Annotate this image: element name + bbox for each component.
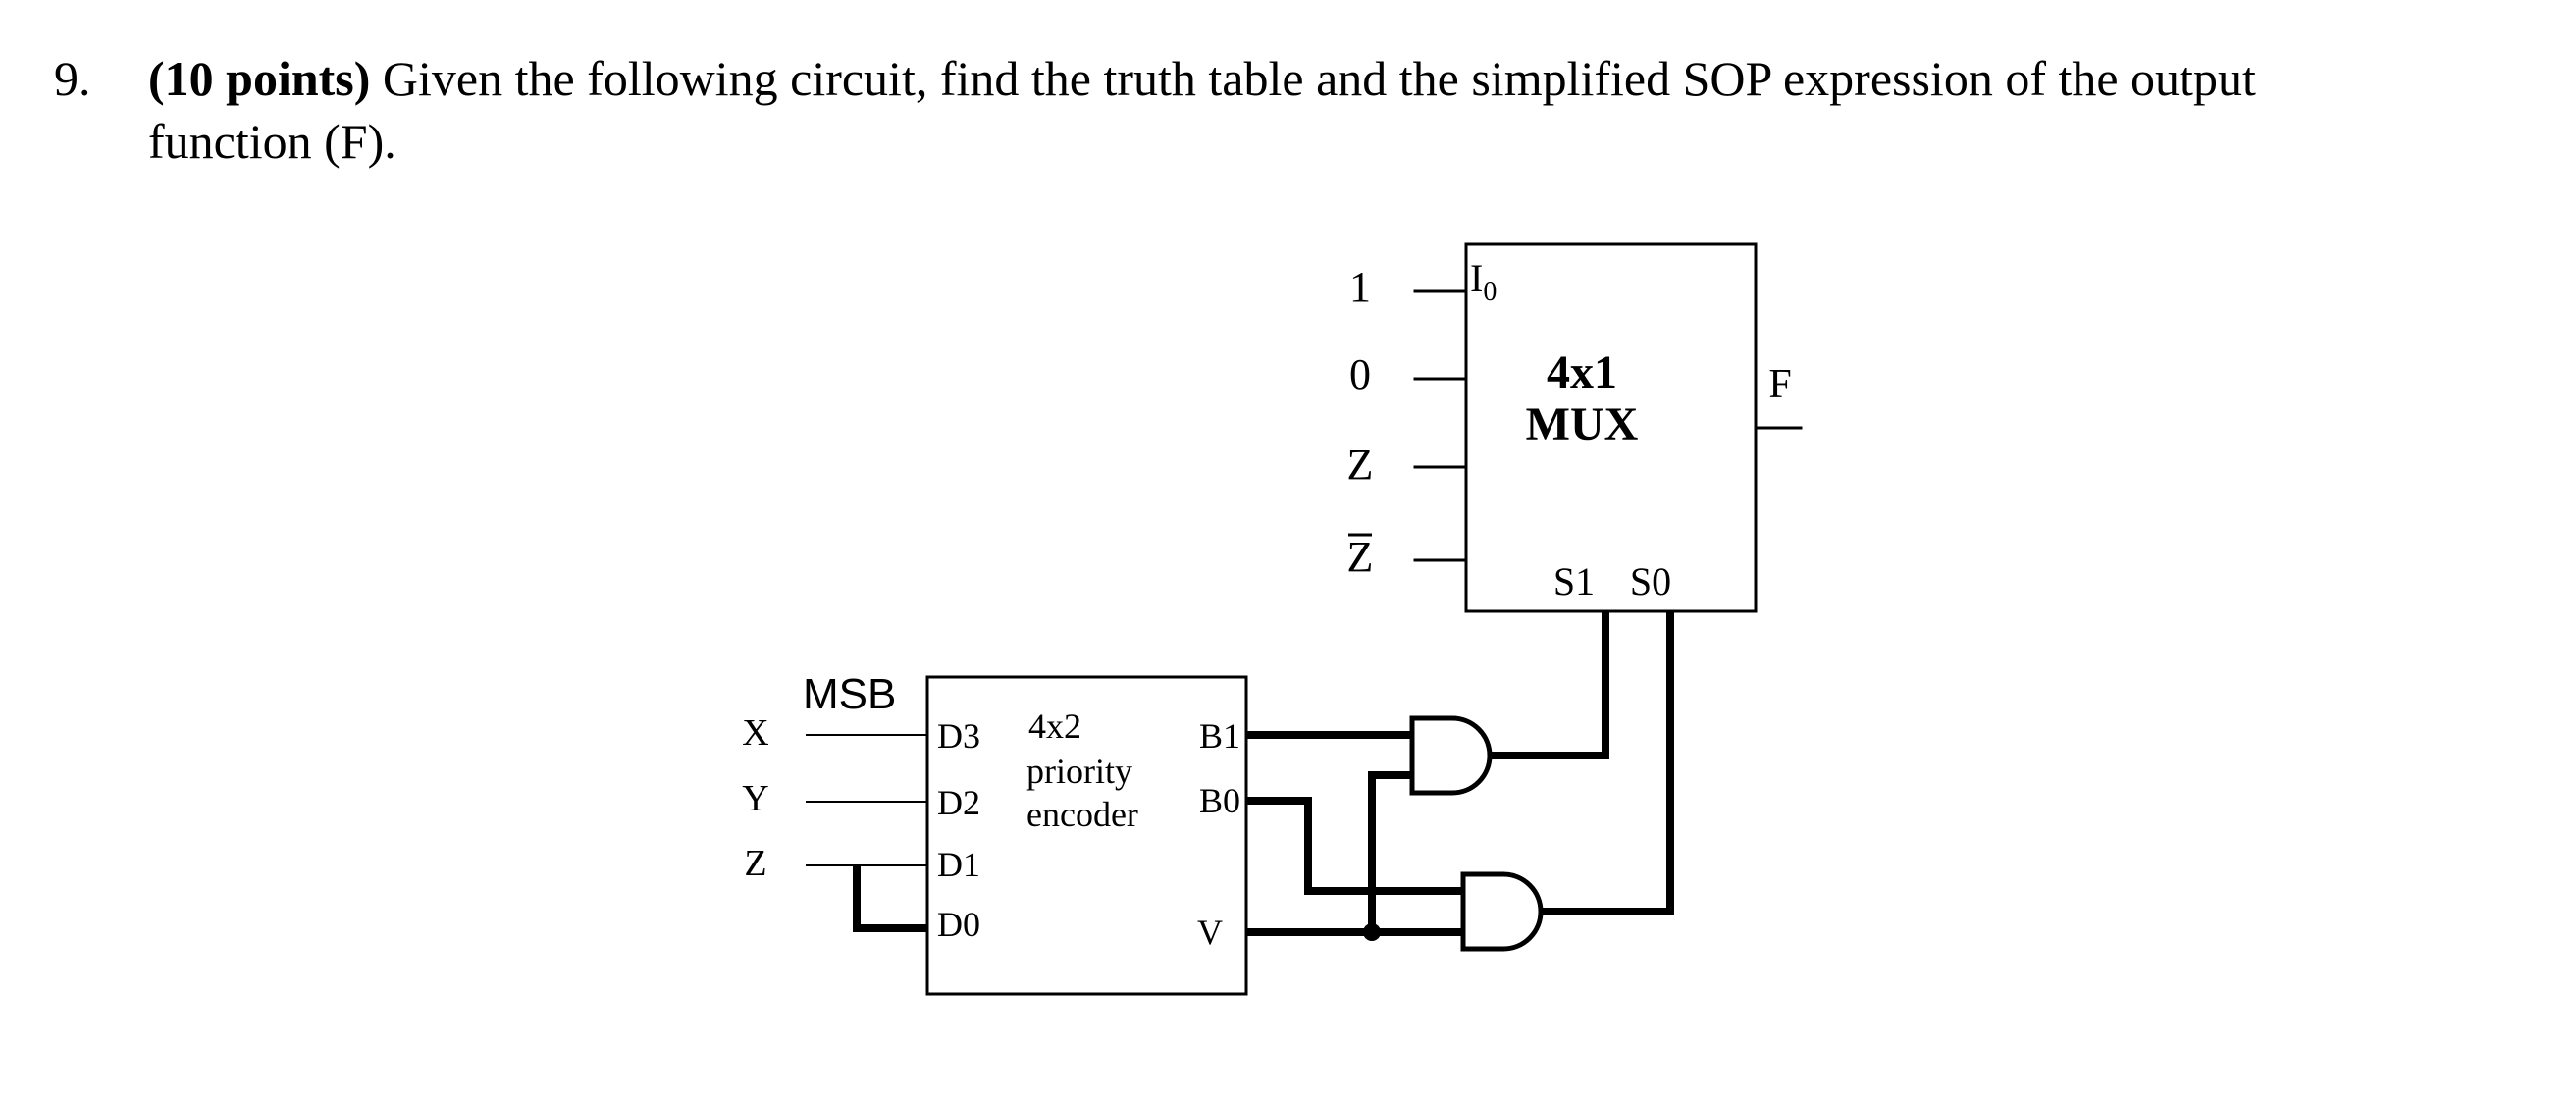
and-gate-1 <box>1409 715 1493 796</box>
question-text: (10 points) Given the following circuit,… <box>148 47 2503 173</box>
question-line-1: (10 points) Given the following circuit,… <box>148 47 2503 110</box>
input-z-label: Z <box>744 843 766 884</box>
encoder-b0-label: B0 <box>1199 781 1240 820</box>
mux-output-label: F <box>1768 362 1791 407</box>
and-gate-2 <box>1460 871 1544 952</box>
mux-input-i0-label: 1 <box>1349 263 1371 311</box>
mux-i0-pin-label: I0 <box>1470 256 1497 307</box>
encoder-d2-label: D2 <box>937 783 980 822</box>
question-text-line-2: function (F). <box>148 114 396 169</box>
encoder-box <box>925 675 1248 996</box>
mux-s1-label: S1 <box>1553 559 1595 603</box>
encoder-d0-label: D0 <box>937 905 980 944</box>
wire-and2-to-s0 <box>1541 611 1674 915</box>
input-x-label: X <box>742 712 768 754</box>
msb-label: MSB <box>803 670 896 718</box>
z-to-d0-wire <box>853 865 927 932</box>
mux-input-i3-label: Z <box>1347 533 1374 581</box>
mux-input-i1-label: 0 <box>1349 350 1371 398</box>
encoder-title-size: 4x2 <box>1028 706 1081 746</box>
encoder-b1-label: B1 <box>1199 716 1240 756</box>
question-points: (10 points) <box>148 51 371 106</box>
encoder-title-name: encoder <box>1026 795 1138 834</box>
encoder-v-label: V <box>1197 913 1223 952</box>
encoder-title-type: priority <box>1026 752 1132 791</box>
encoder-d1-label: D1 <box>937 845 980 884</box>
wire-b0 <box>1246 797 1463 895</box>
junction-dot <box>1363 923 1381 941</box>
mux-input-i2-label: Z <box>1347 441 1374 489</box>
mux-s0-label: S0 <box>1630 559 1671 603</box>
input-y-label: Y <box>742 778 768 819</box>
question-text-line-1: Given the following circuit, find the tr… <box>370 51 2256 106</box>
mux-title-name: MUX <box>1526 398 1639 450</box>
mux-title-size: 4x1 <box>1547 346 1617 398</box>
encoder-d3-label: D3 <box>937 716 980 756</box>
wire-v-branch <box>1368 771 1412 932</box>
question-number: 9. <box>54 51 91 106</box>
wire-and1-to-s1 <box>1490 611 1609 759</box>
